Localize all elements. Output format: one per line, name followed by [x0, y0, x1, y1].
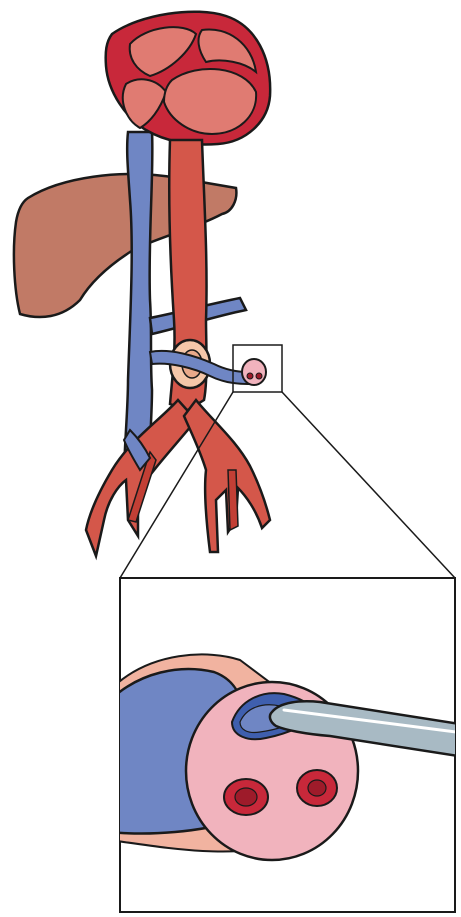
iliac-branch-right: [227, 469, 239, 532]
iliac-vein: [122, 428, 152, 472]
vessel-crosssection-small: [241, 358, 267, 386]
zoom-inset: [119, 577, 456, 913]
arterial-lumen-small-1: [246, 372, 254, 380]
zoom-connector-right: [281, 391, 456, 579]
inset-tube-highlight: [282, 708, 455, 734]
zoom-source-box: [232, 344, 283, 393]
inset-arterial-lumen-left-inner: [234, 787, 258, 807]
inset-arterial-lumen-right-inner: [307, 779, 327, 797]
inferior-vena-cava: [122, 130, 154, 480]
right-iliac-artery: [182, 397, 272, 554]
heart-chamber-lower-right: [162, 68, 258, 136]
heart-chamber-upper-right: [197, 28, 258, 75]
arterial-lumen-small-2: [255, 372, 263, 380]
zoom-connector-left: [119, 391, 234, 579]
iliac-branch-left: [127, 450, 157, 523]
heart-chamber-upper-left: [128, 26, 198, 78]
heart-chamber-lower-left: [121, 78, 168, 130]
